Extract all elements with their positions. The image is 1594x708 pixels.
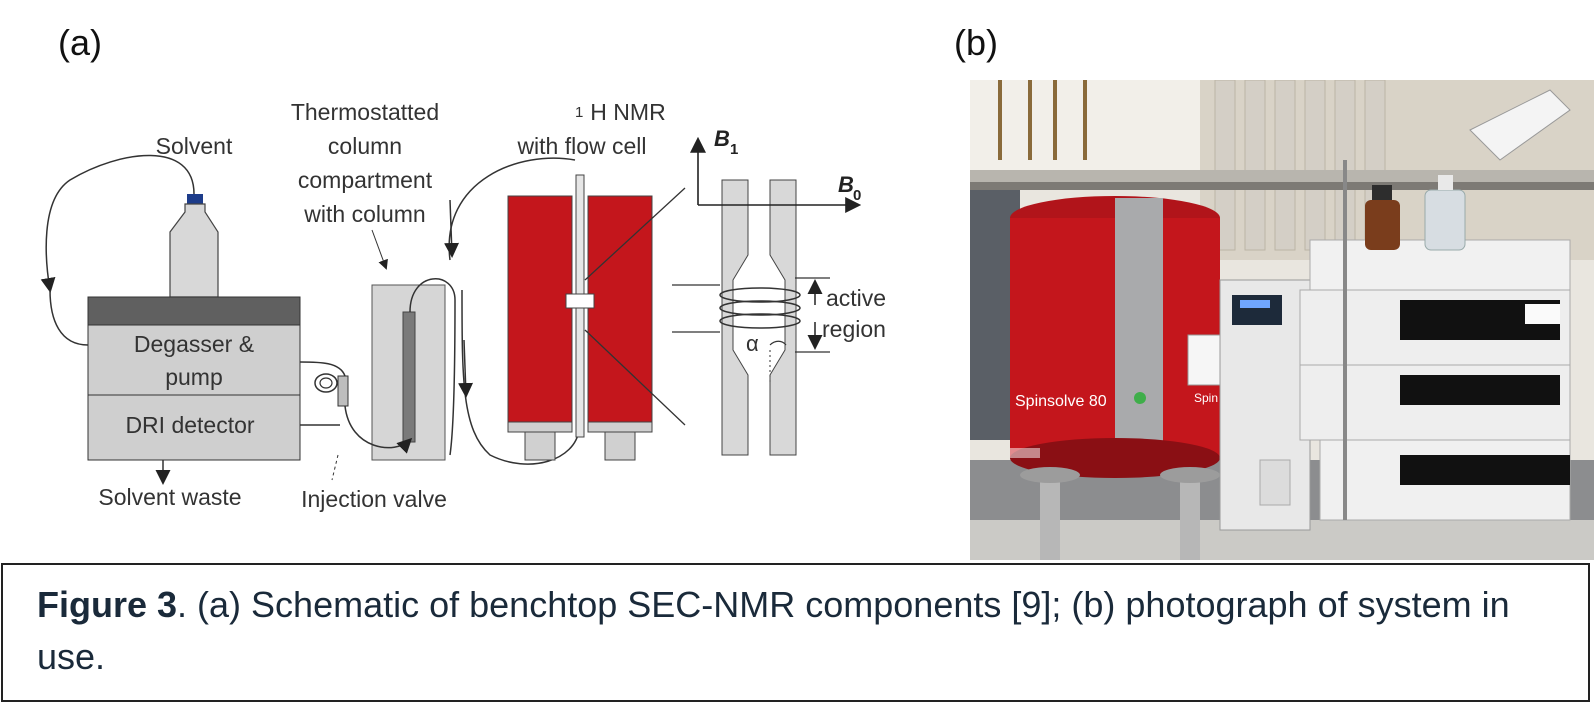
solvent-label: Solvent: [156, 133, 233, 159]
caption-text: . (a) Schematic of benchtop SEC-NMR comp…: [37, 584, 1510, 677]
solvent-waste-label: Solvent waste: [98, 484, 241, 510]
b1-label: B: [714, 126, 730, 151]
sec-nmr-schematic: Solvent Degasser & pump DRI detector Sol…: [40, 99, 886, 512]
injection-valve-label: Injection valve: [301, 486, 447, 512]
figure-caption: Figure 3. (a) Schematic of benchtop SEC-…: [37, 579, 1567, 683]
detector-tower: [1219, 279, 1311, 531]
alpha-label: α: [746, 331, 759, 356]
b0-subscript: 0: [853, 187, 861, 204]
active-region-label-2: region: [822, 316, 886, 342]
degasser-label: Degasser &: [134, 331, 254, 357]
magnet-brand-label: Spinsolve 80: [1015, 393, 1107, 410]
thermostat-label-2: column: [328, 133, 402, 159]
injection-valve: [314, 373, 349, 407]
system-photograph: Spinsolve 80 Spin: [970, 80, 1594, 560]
thermostat-label-1: Thermostatted: [291, 99, 439, 125]
nmr-flow-cell-label: with flow cell: [516, 133, 646, 159]
figure-caption-box: Figure 3. (a) Schematic of benchtop SEC-…: [1, 563, 1590, 702]
dri-detector-label: DRI detector: [125, 412, 254, 438]
panel-b-label: (b): [954, 22, 998, 63]
magnet-brand-partial-label: Spin: [1194, 391, 1218, 405]
degasser-pump-block: [87, 296, 301, 461]
nmr-label: H NMR: [590, 99, 665, 125]
pump-label: pump: [165, 364, 223, 390]
thermostat-label-3: compartment: [298, 167, 433, 193]
flow-cell-detail: [672, 179, 801, 456]
solvent-line: [40, 154, 195, 293]
magnet-unit: [1010, 196, 1229, 560]
active-region-label-1: active: [826, 285, 886, 311]
panel-a-label: (a): [58, 22, 102, 63]
nmr-magnet: [507, 174, 653, 461]
thermostat-label-4: with column: [303, 201, 425, 227]
solvent-bottle: [169, 194, 219, 298]
b0-label: B: [838, 172, 854, 197]
nmr-superscript: 1: [575, 104, 583, 121]
b1-subscript: 1: [730, 141, 738, 158]
column-compartment: [371, 284, 446, 461]
figure-label: Figure 3: [37, 584, 178, 625]
